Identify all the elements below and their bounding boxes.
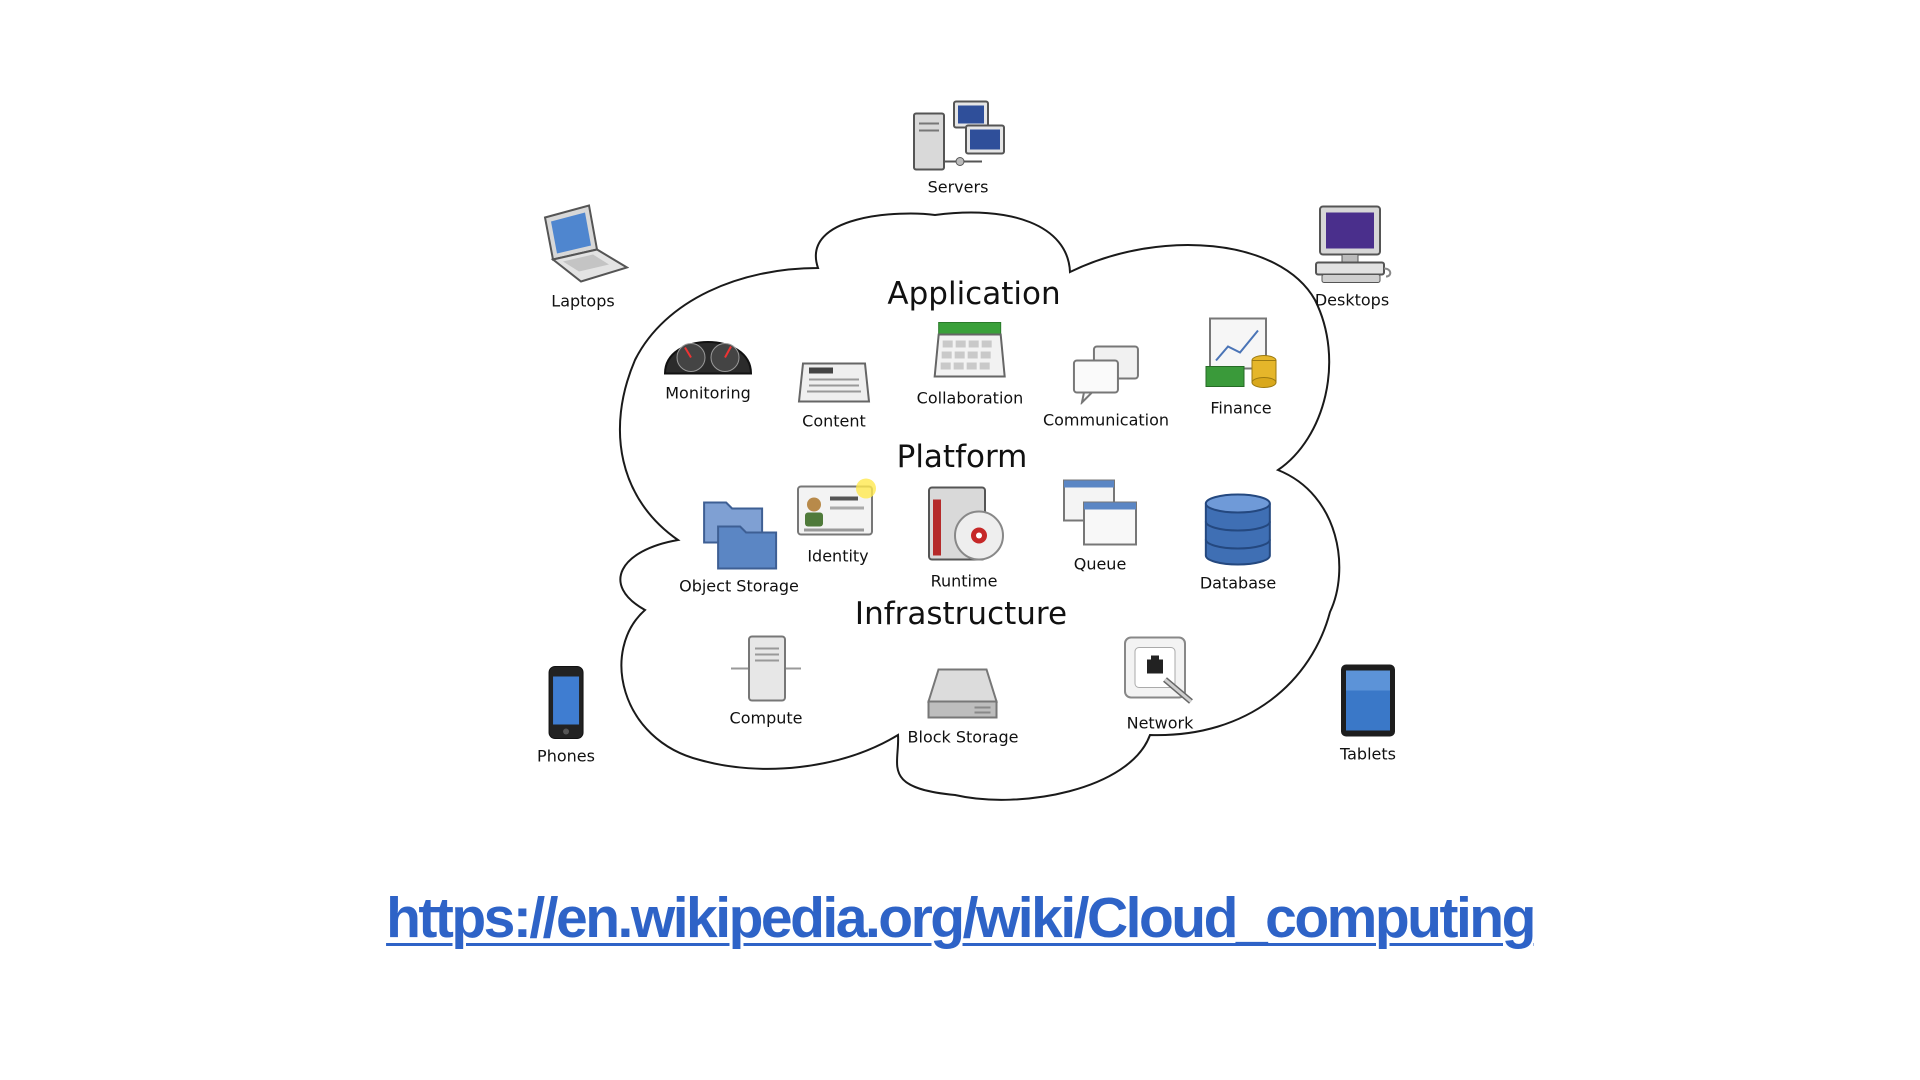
newspaper-icon	[797, 362, 871, 403]
service-communication: Communication	[1043, 343, 1169, 430]
device-tablets: Tablets	[1339, 663, 1397, 764]
service-label-object-storage: Object Storage	[679, 576, 799, 596]
desktop-icon	[1315, 205, 1392, 283]
service-monitoring: Monitoring	[661, 322, 755, 403]
network-socket-icon	[1124, 636, 1193, 704]
service-block-storage: Block Storage	[907, 666, 1019, 747]
service-finance: Finance	[1202, 317, 1280, 418]
layer-title-platform: Platform	[896, 439, 1028, 475]
service-label-finance: Finance	[1210, 398, 1272, 418]
service-runtime: Runtime	[923, 486, 1005, 591]
service-label-compute: Compute	[729, 708, 803, 728]
device-phones: Phones	[537, 665, 595, 766]
finance-chart-coins-icon	[1205, 317, 1277, 388]
service-collaboration: Collaboration	[916, 319, 1024, 408]
tablet-icon	[1341, 664, 1395, 737]
queue-windows-icon	[1063, 479, 1137, 546]
service-label-identity: Identity	[807, 546, 869, 566]
service-queue: Queue	[1060, 477, 1140, 574]
dashboard-gauge-icon	[663, 341, 753, 375]
device-label-laptops: Laptops	[551, 291, 615, 311]
service-label-communication: Communication	[1042, 410, 1170, 430]
device-servers: Servers	[910, 100, 1006, 197]
runtime-disc-icon	[928, 486, 1004, 561]
device-label-phones: Phones	[537, 746, 595, 766]
service-label-monitoring: Monitoring	[665, 383, 751, 403]
service-label-content: Content	[802, 411, 866, 431]
device-laptops: Laptops	[537, 204, 629, 311]
service-content: Content	[797, 360, 871, 431]
service-label-network: Network	[1126, 713, 1194, 733]
server-tower-icon	[731, 635, 801, 702]
database-cylinder-icon	[1205, 493, 1271, 566]
service-object-storage: Object Storage	[679, 497, 799, 596]
service-compute: Compute	[729, 635, 803, 728]
service-database: Database	[1200, 492, 1276, 593]
device-label-servers: Servers	[927, 177, 989, 197]
chat-bubbles-icon	[1072, 345, 1139, 405]
servers-icon	[913, 100, 1005, 171]
layer-title-application: Application	[887, 276, 1061, 312]
folders-icon	[702, 501, 777, 570]
hard-drive-icon	[927, 668, 999, 719]
device-label-desktops: Desktops	[1314, 290, 1390, 310]
laptop-icon	[543, 204, 629, 283]
service-identity: Identity	[796, 477, 880, 566]
service-network: Network	[1121, 634, 1199, 733]
layer-title-infrastructure: Infrastructure	[854, 596, 1068, 632]
service-label-runtime: Runtime	[930, 571, 998, 591]
service-label-collaboration: Collaboration	[916, 388, 1024, 408]
service-label-database: Database	[1199, 573, 1277, 593]
id-card-icon	[797, 478, 876, 536]
phone-icon	[548, 666, 584, 739]
service-label-queue: Queue	[1073, 554, 1127, 574]
device-label-tablets: Tablets	[1340, 744, 1396, 764]
source-link[interactable]: https://en.wikipedia.org/wiki/Cloud_comp…	[386, 886, 1536, 950]
device-desktops: Desktops	[1310, 205, 1394, 310]
service-label-block-storage: Block Storage	[907, 727, 1019, 747]
calendar-icon	[933, 322, 1007, 378]
